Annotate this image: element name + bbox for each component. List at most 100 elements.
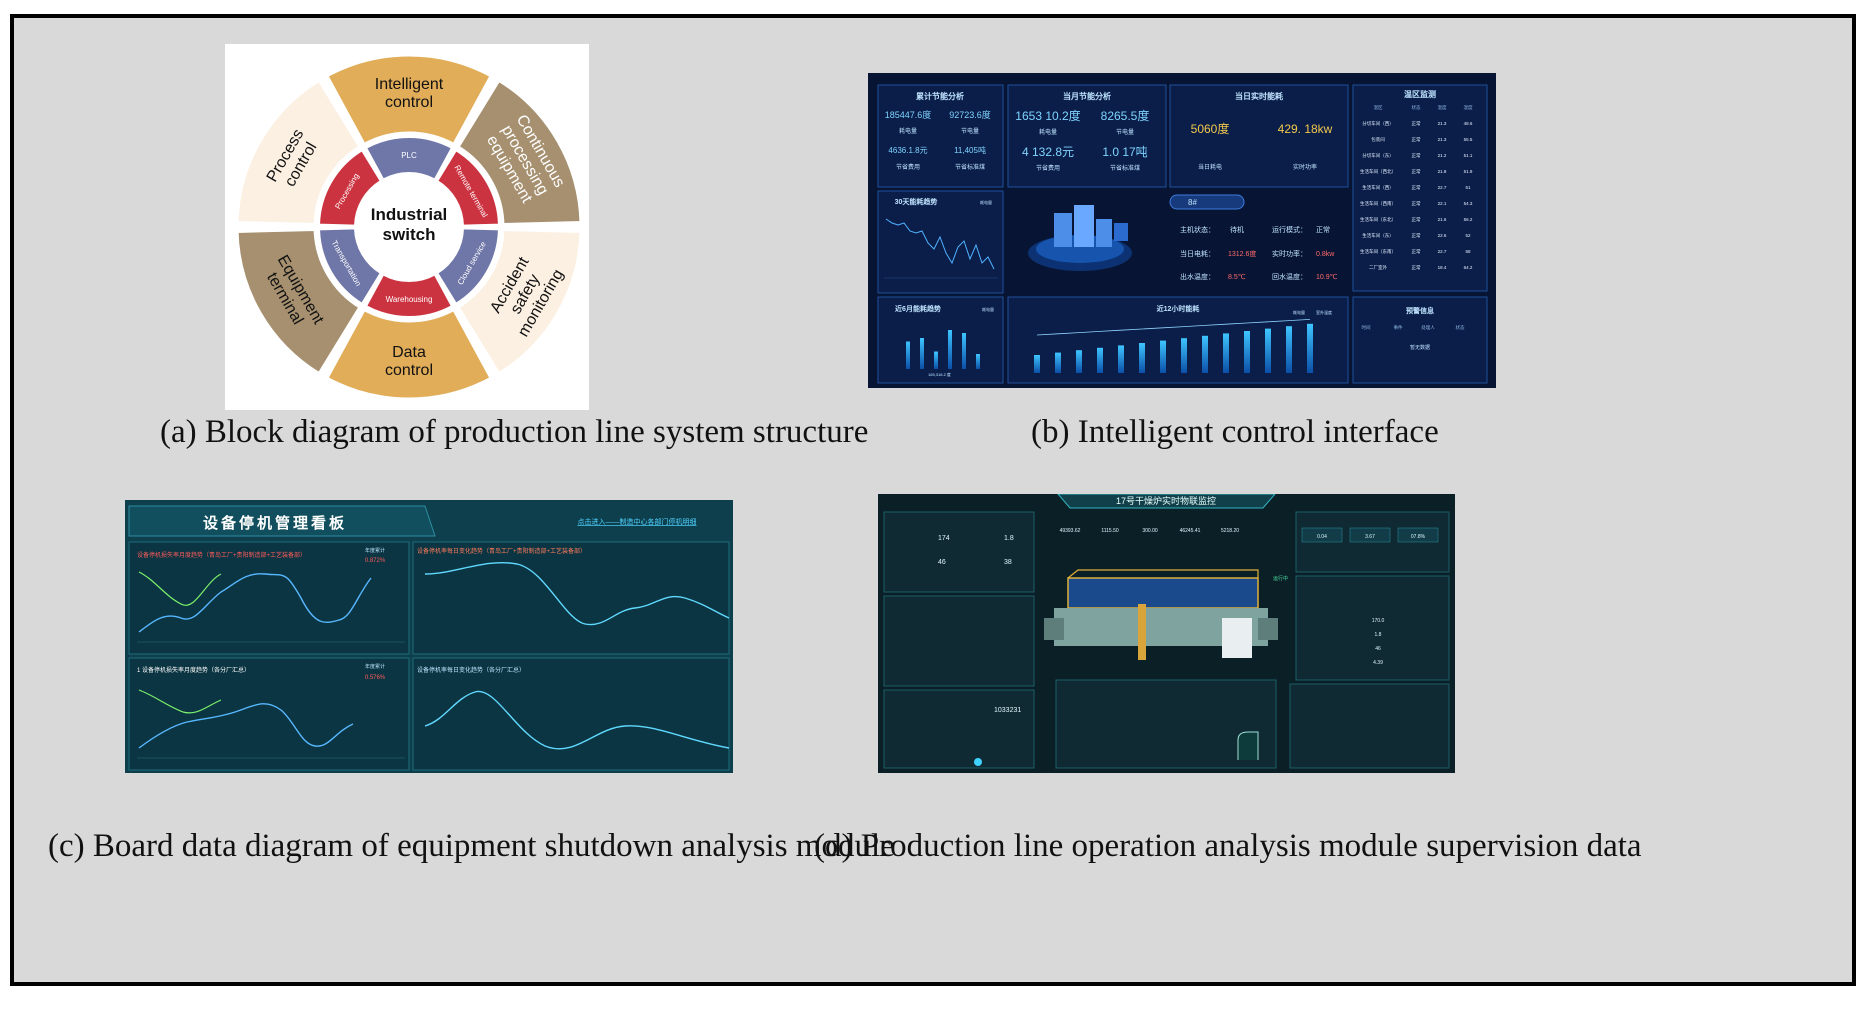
caption-a: (a) Block diagram of production line sys…	[160, 414, 869, 450]
six-month-bar	[920, 338, 924, 369]
alarm-header: 事件	[1394, 324, 1403, 331]
chart2-frame	[412, 541, 730, 655]
hour-bar	[1139, 343, 1145, 373]
trend30-title: 30天能耗趋势	[895, 197, 938, 206]
running-status: 运行中	[1273, 575, 1288, 582]
inner-segment	[364, 273, 454, 318]
chart2-line	[424, 562, 730, 626]
page-indicator[interactable]	[974, 758, 982, 766]
hour-bar	[1076, 350, 1082, 373]
temperature-cell: 正常	[1412, 248, 1421, 255]
chart1-title: 设备停机损失率月度趋势（青岛工厂+贵阳制造部+工艺装备部）	[137, 551, 306, 559]
caption-c: (c) Board data diagram of equipment shut…	[48, 828, 895, 864]
temperature-cell: 58	[1465, 249, 1471, 254]
board-title-bar	[128, 505, 436, 537]
chart1-line-a	[138, 571, 222, 606]
side-values-frame	[1295, 575, 1450, 681]
temperature-cell: 22.7	[1438, 249, 1447, 254]
outer-segment	[235, 78, 362, 227]
chart1-annual-label: 年度累计	[365, 547, 385, 554]
cumulative-value-3: 4636.1.8元	[888, 146, 927, 155]
monitor-title-bar	[1057, 494, 1276, 509]
twelve-hour-legend-1: 耗电量	[1293, 309, 1305, 315]
trend-curve	[1237, 731, 1259, 760]
monthly-value-1: 1653 10.2度	[1015, 108, 1080, 123]
temperature-cell: 56.2	[1464, 217, 1473, 222]
temperature-cell: 正常	[1412, 216, 1421, 223]
alarm-header: 时间	[1362, 324, 1371, 331]
monthly-label-4: 节省标准煤	[1110, 164, 1140, 172]
temperature-cell: 生活车间（东南）	[1360, 248, 1396, 255]
inner-segment	[318, 227, 383, 306]
chart3-line-a	[138, 689, 222, 714]
hour-bar	[1034, 355, 1040, 373]
chart3-title: 1 设备停机损失率月度趋势（各分厂汇总）	[137, 666, 250, 674]
machine-mode-label: 运行模式：	[1272, 225, 1307, 234]
machine-ret: 10.9℃	[1316, 274, 1338, 281]
temperature-cell: 正常	[1412, 232, 1421, 239]
block-cumulative	[877, 84, 1004, 188]
temperature-cell: 52	[1465, 233, 1471, 238]
outer-segment	[324, 53, 494, 147]
machine-out-label: 出水温度：	[1180, 272, 1215, 281]
cumulative-label-1: 耗电量	[899, 127, 917, 135]
alarm-title: 预警信息	[1406, 306, 1434, 315]
chart4-frame	[412, 657, 730, 771]
inner-segment	[364, 136, 454, 181]
dryer-machine-illustration	[1044, 569, 1278, 660]
board-detail-link[interactable]: 点击进入——制造中心各部门停机明细	[578, 517, 697, 526]
monthly-title: 当月节能分析	[1063, 91, 1111, 101]
monitor-title: 17号干燥炉实时物联监控	[1116, 495, 1216, 506]
cumulative-label-4: 节省标准煤	[955, 163, 985, 171]
temperature-cell: 22.1	[1438, 201, 1447, 206]
caption-d: (d) Production line operation analysis m…	[814, 828, 1642, 864]
board-title: 设备停机管理看板	[203, 514, 347, 532]
cumulative-title: 累计节能分析	[916, 91, 964, 101]
twelve-hour-legend-2: 室外温度	[1316, 309, 1332, 315]
machine-power: 1312.6度	[1228, 249, 1256, 258]
hour-bar	[1244, 331, 1250, 373]
temperature-cell: 二厂室外	[1369, 264, 1387, 271]
machine-selector[interactable]	[1169, 194, 1245, 210]
trend30-legend: 耗电量	[980, 199, 992, 205]
temperature-cell: 54.3	[1464, 201, 1473, 206]
realtime-title: 当日实时能耗	[1235, 91, 1283, 101]
shutdown-board: 设备停机管理看板 点击进入——制造中心各部门停机明细 设备停机损失率月度趋势（青…	[125, 500, 733, 773]
machine-rt-label: 实时功率：	[1272, 249, 1307, 258]
inner-segment	[435, 227, 500, 306]
temperature-cell: 生活车间（东）	[1362, 232, 1394, 239]
chart3-annual-label: 年度累计	[365, 663, 385, 670]
inner-segment	[318, 148, 383, 227]
temperature-cell: 正常	[1412, 152, 1421, 159]
hour-bar	[1202, 335, 1208, 373]
temperature-line	[1036, 319, 1311, 336]
temperature-cell: 21.3	[1438, 137, 1447, 142]
top-stat-value: 1115.50	[1101, 528, 1119, 534]
temperature-cell: 21.8	[1438, 169, 1447, 174]
hour-bar	[1181, 338, 1187, 373]
hour-bar	[1265, 328, 1271, 373]
side-value: 1.8	[1375, 632, 1382, 638]
product-count: 1033231	[994, 707, 1021, 714]
production-stats-frame	[883, 689, 1035, 769]
hour-bar	[1223, 333, 1229, 373]
control-dashboard: 累计节能分析 185447.6度 92723.6度 耗电量 节电量 4636.1…	[877, 84, 1488, 384]
temperature-cell: 18.4	[1438, 265, 1447, 270]
hour-bar	[1160, 340, 1166, 373]
right-stat-value: 3.67	[1365, 534, 1375, 540]
caption-b: (b) Intelligent control interface	[1031, 414, 1439, 450]
machine-mode: 正常	[1316, 225, 1330, 234]
block-realtime	[1169, 84, 1349, 188]
temperature-cell: 正常	[1412, 120, 1421, 127]
hour-bar	[1055, 352, 1061, 373]
machine-status-label: 主机状态：	[1180, 225, 1215, 234]
chart4-line	[424, 690, 730, 750]
left-stat-3: 46	[938, 559, 946, 566]
six-month-note: 165,318.2 度	[928, 371, 951, 377]
machine-power-label: 当日电耗：	[1180, 249, 1215, 258]
inner-segment	[435, 148, 500, 227]
side-value: 170.0	[1372, 618, 1385, 624]
